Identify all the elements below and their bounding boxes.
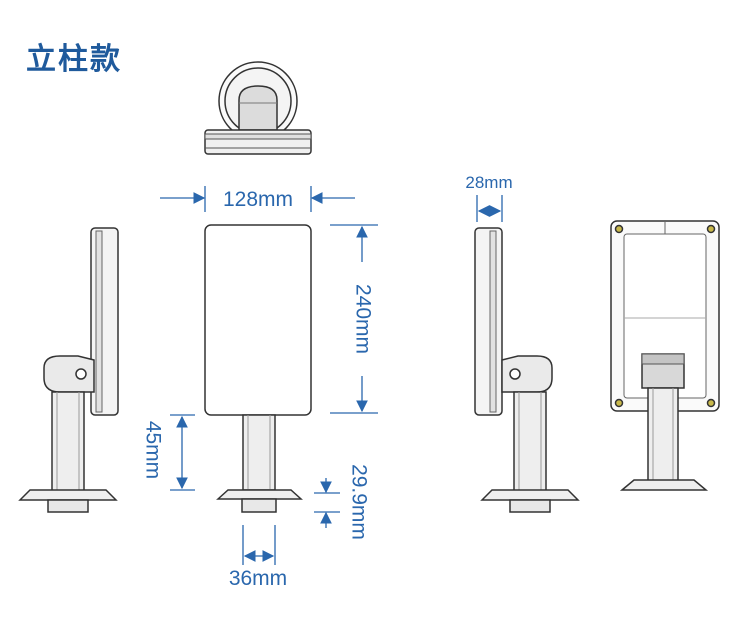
- screw-icon: [706, 398, 716, 408]
- back-view: [610, 220, 720, 491]
- dimension-label-column-diameter: 36mm: [229, 567, 287, 590]
- dimension-label-width: 128mm: [223, 188, 293, 211]
- dimension-label-column-height: 45mm: [141, 421, 164, 479]
- page-title: 立柱款: [26, 42, 122, 77]
- top-view: [204, 61, 312, 155]
- right-side-view: [474, 227, 580, 513]
- dimension-label-depth: 28mm: [465, 173, 512, 192]
- screw-icon: [614, 398, 624, 408]
- dimension-lines: [160, 186, 503, 565]
- dimension-label-base-height: 29.9mm: [347, 464, 370, 540]
- screw-icon: [706, 224, 716, 234]
- front-view: [204, 224, 312, 513]
- left-side-view: [18, 227, 119, 513]
- screw-icon: [614, 224, 624, 234]
- dimension-label-height: 240mm: [351, 284, 374, 354]
